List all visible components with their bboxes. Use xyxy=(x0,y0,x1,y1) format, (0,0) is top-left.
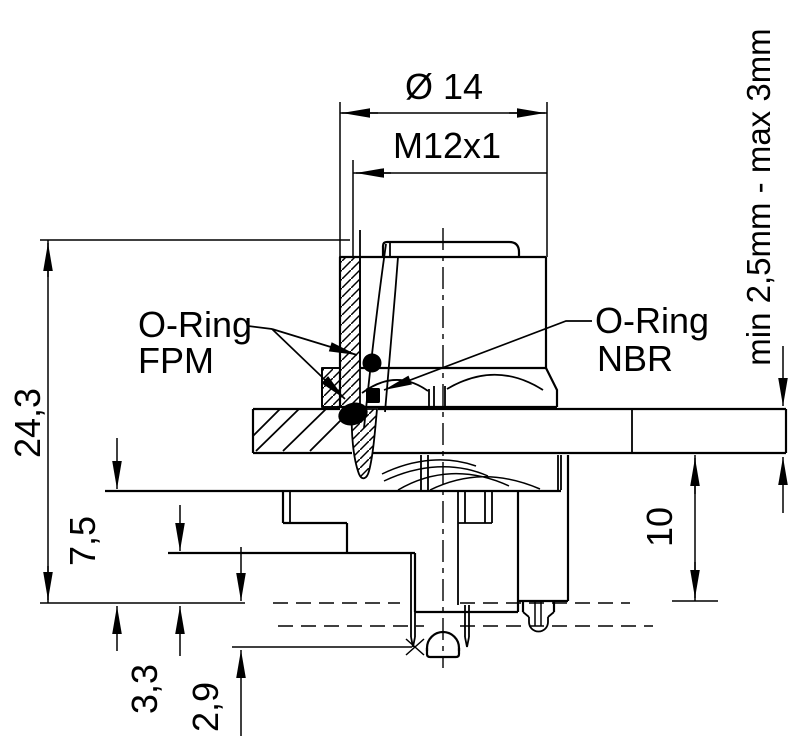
mounting-panel xyxy=(251,407,788,455)
dim-overall-height-label: 24,3 xyxy=(7,388,48,458)
dim-pin-a: 3,3 xyxy=(124,505,185,714)
oring-fpm-text-line2: FPM xyxy=(138,340,214,381)
o-ring-nbr xyxy=(366,388,380,403)
label-oring-fpm: O-Ring FPM xyxy=(138,304,358,400)
washer xyxy=(381,455,562,491)
dim-thread: M12x1 xyxy=(352,125,547,258)
o-rings xyxy=(338,353,382,426)
label-oring-nbr: O-Ring NBR xyxy=(383,300,709,391)
oring-fpm-text-line1: O-Ring xyxy=(138,304,252,345)
dim-diameter: Ø 14 xyxy=(339,66,548,257)
rear-housing xyxy=(105,455,570,614)
o-ring-fpm-upper xyxy=(362,353,382,373)
dim-panel-range: min 2,5mm - max 3mm xyxy=(740,28,788,513)
dim-pin-b-label: 2,9 xyxy=(185,682,226,732)
dim-rear-depth: 10 xyxy=(639,455,718,602)
dim-mid-height-label: 7,5 xyxy=(62,516,103,566)
oring-nbr-text-line2: NBR xyxy=(597,338,673,379)
dim-overall-height: 24,3 xyxy=(7,239,350,604)
dim-diameter-label: Ø 14 xyxy=(405,66,483,107)
oring-nbr-text-line1: O-Ring xyxy=(595,300,709,341)
dim-thread-label: M12x1 xyxy=(393,125,501,166)
dim-rear-depth-label: 10 xyxy=(639,507,680,547)
contact-pins xyxy=(405,553,470,659)
rear-screw xyxy=(521,601,556,633)
dim-pin-a-label: 3,3 xyxy=(124,664,165,714)
hidden-lines xyxy=(273,602,653,627)
dim-pin-b: 2,9 xyxy=(185,547,412,736)
thread-hatch-region xyxy=(321,256,378,480)
dim-mid-height: 7,5 xyxy=(62,438,122,651)
o-ring-fpm-lower xyxy=(338,402,368,426)
dim-panel-range-label: min 2,5mm - max 3mm xyxy=(740,28,777,365)
